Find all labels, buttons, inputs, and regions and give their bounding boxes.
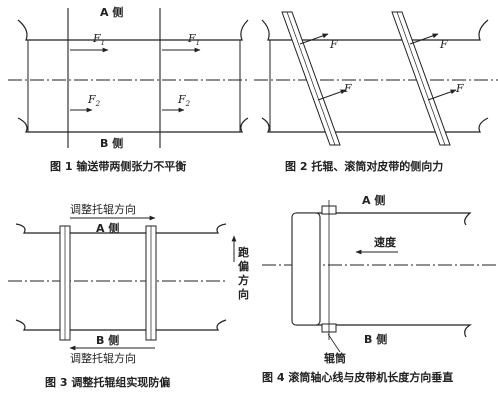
fig4-caption: 图 4 滚筒轴心线与皮带机长度方向垂直 <box>262 370 453 384</box>
fig4-belt-top-edge <box>296 212 472 226</box>
fig2-belt-bottom-edge <box>261 117 489 133</box>
figure-4: A 侧 B 侧 速度 辊筒 图 4 滚筒轴心线与皮带机长度方向垂直 <box>262 193 498 384</box>
fig2-arrow-2 <box>409 33 439 45</box>
fig1-f2-label-left: F2 <box>87 93 101 108</box>
fig3-side-a: A 侧 <box>96 221 119 235</box>
fig2-belt-top-edge <box>261 19 489 41</box>
fig3-deviation-char-3: 方 <box>238 273 249 287</box>
fig1-side-a: A 侧 <box>100 5 123 19</box>
fig2-f-label-3: F <box>343 82 352 95</box>
fig3-caption: 图 3 调整托辊组实现防偏 <box>45 375 170 389</box>
fig1-caption: 图 1 输送带两侧张力不平衡 <box>50 159 186 173</box>
figure-3: 调整托辊方向 A 侧 B 侧 调整托辊方向 跑 偏 方 向 图 3 调整托辊组实… <box>8 202 249 389</box>
fig2-f-label-2: F <box>439 38 448 51</box>
fig2-arrow-3 <box>317 89 347 101</box>
fig2-f-label-1: F <box>329 38 338 51</box>
figure-1: A 侧 B 侧 F1 F1 F2 F2 图 1 输送带两侧张力不平衡 <box>8 5 250 173</box>
fig4-side-b: B 侧 <box>364 332 387 346</box>
fig3-adjust-bottom-label: 调整托辊方向 <box>70 351 136 365</box>
fig4-drum-leader <box>327 333 341 353</box>
fig1-f2-label-right: F2 <box>177 93 191 108</box>
fig2-caption: 图 2 托辊、滚筒对皮带的侧向力 <box>285 159 443 173</box>
fig3-belt-top-edge <box>15 223 227 234</box>
fig4-belt-bottom-edge <box>296 324 473 338</box>
fig2-roller-left-axis <box>286 11 336 146</box>
fig3-deviation-char-4: 向 <box>238 287 249 301</box>
fig4-side-a: A 侧 <box>362 193 385 207</box>
fig3-belt-bottom-edge <box>15 319 227 331</box>
fig1-f1-label-left: F1 <box>92 32 105 47</box>
fig1-f1-label-right: F1 <box>187 32 200 47</box>
fig2-f-label-4: F <box>455 82 464 95</box>
fig3-adjust-top-label: 调整托辊方向 <box>70 202 136 216</box>
fig4-drum-body <box>291 212 321 326</box>
fig1-belt-bottom-edge <box>17 117 249 133</box>
fig2-arrow-1 <box>299 33 329 45</box>
figure-2: F F F F 图 2 托辊、滚筒对皮带的侧向力 <box>254 11 498 173</box>
fig4-drum-label: 辊筒 <box>324 351 346 365</box>
fig2-arrow-4 <box>427 89 457 101</box>
fig2-roller-right-axis <box>396 11 446 146</box>
fig3-deviation-char-2: 偏 <box>238 259 249 273</box>
fig3-side-b: B 侧 <box>96 333 119 347</box>
fig1-belt-top-edge <box>17 19 249 41</box>
fig1-side-b: B 侧 <box>100 136 123 150</box>
fig3-deviation-char-1: 跑 <box>238 245 249 259</box>
fig4-speed-label: 速度 <box>374 235 397 249</box>
